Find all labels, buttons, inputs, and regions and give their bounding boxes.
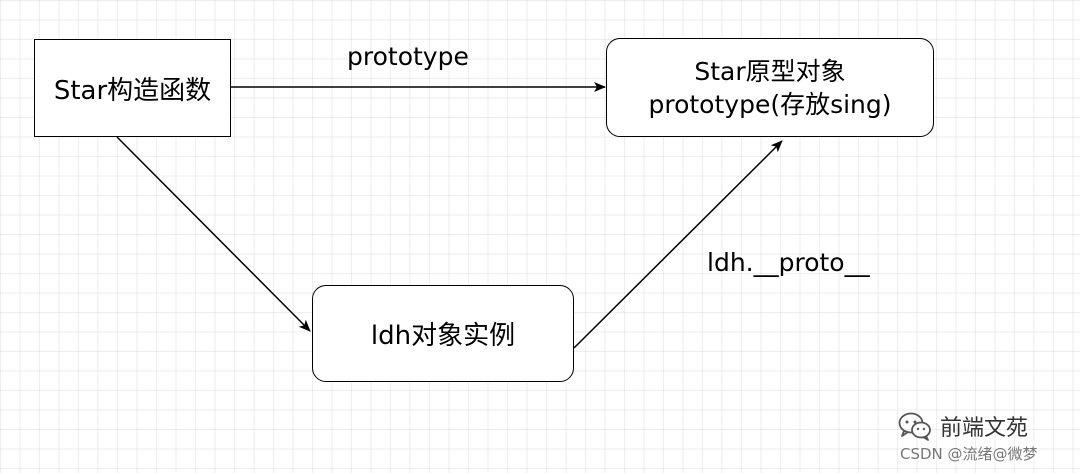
prototype-object-title: Star原型对象 xyxy=(694,56,846,86)
instance-label: ldh对象实例 xyxy=(370,321,516,351)
arrow-instance-to-prototype xyxy=(573,140,783,349)
instance-node[interactable]: ldh对象实例 xyxy=(312,285,574,382)
csdn-credit: CSDN @流绪@微梦 xyxy=(900,445,1038,463)
wechat-icon xyxy=(898,412,931,441)
watermark-brand: 前端文苑 xyxy=(940,416,1029,441)
edge-label-prototype: prototype xyxy=(347,42,469,71)
prototype-object-node[interactable]: Star原型对象 prototype(存放sing) xyxy=(606,38,934,137)
watermark: 前端文苑 xyxy=(898,410,1028,442)
constructor-node[interactable]: Star构造函数 xyxy=(34,39,231,137)
arrow-constructor-to-instance xyxy=(116,136,311,332)
constructor-label: Star构造函数 xyxy=(53,75,212,106)
prototype-object-subtitle: prototype(存放sing) xyxy=(648,89,892,119)
edge-label-proto: ldh.__proto__ xyxy=(707,248,870,277)
